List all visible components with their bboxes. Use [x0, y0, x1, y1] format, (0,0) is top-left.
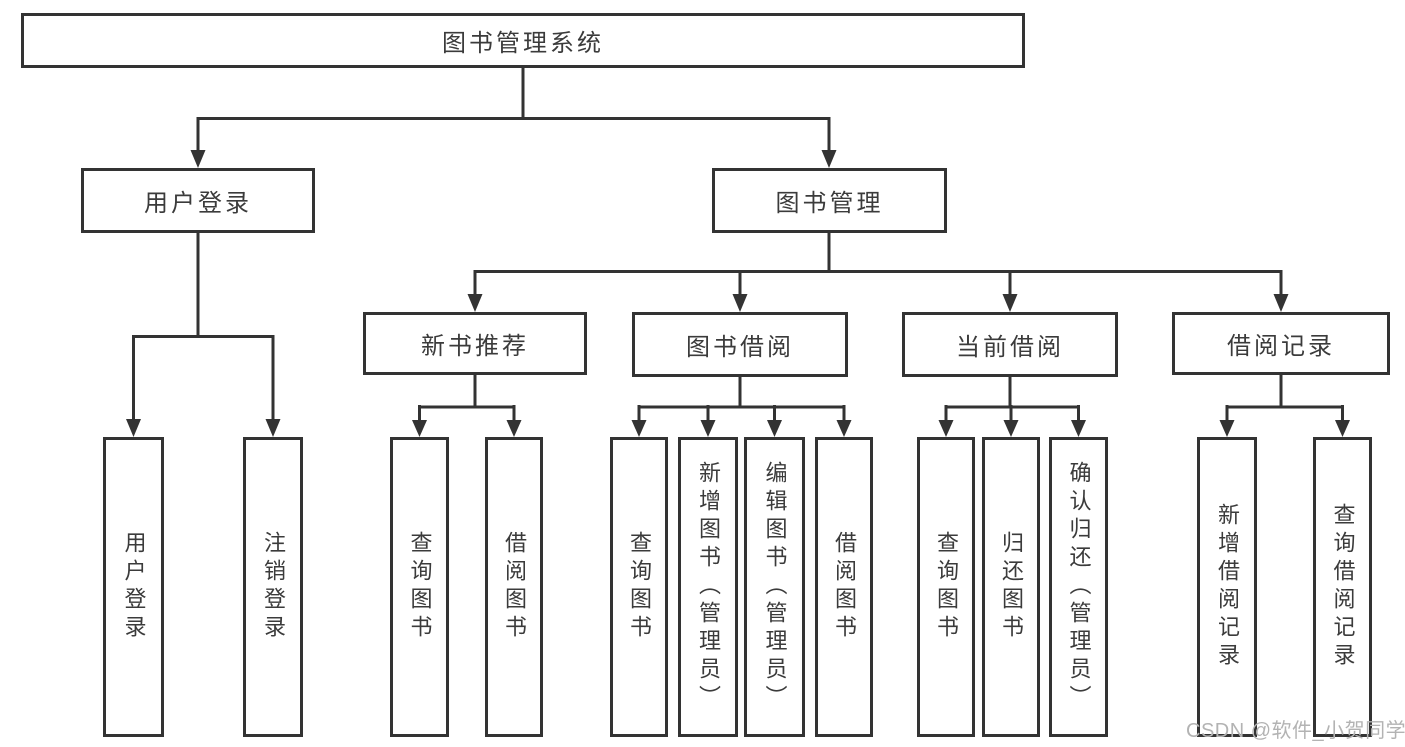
node-borrow-edit-book-admin: 编辑图书（管理员）	[744, 437, 805, 737]
node-rec-query-book: 查询图书	[390, 437, 449, 737]
node-book-management: 图书管理	[712, 168, 947, 233]
node-record-query-borrow-record: 查询借阅记录	[1313, 437, 1372, 737]
connector-borrow-record-children	[1219, 375, 1350, 437]
node-library-management-system: 图书管理系统	[21, 13, 1025, 68]
node-login: 用户登录	[103, 437, 164, 737]
node-current-borrowing: 当前借阅	[902, 312, 1118, 377]
node-current-query-book: 查询图书	[917, 437, 975, 737]
node-new-book-recommendation: 新书推荐	[363, 312, 587, 375]
node-current-return-book: 归还图书	[982, 437, 1040, 737]
node-rec-borrow-book: 借阅图书	[485, 437, 543, 737]
node-logout: 注销登录	[243, 437, 303, 737]
node-borrow-add-book-admin: 新增图书（管理员）	[678, 437, 738, 737]
node-current-confirm-return-admin: 确认归还（管理员）	[1049, 437, 1108, 737]
csdn-watermark: CSDN @软件_小贺同学	[1186, 720, 1405, 742]
node-record-add-borrow-record: 新增借阅记录	[1197, 437, 1257, 737]
connector-book-mgmt-children	[467, 233, 1289, 312]
connector-user-login-children	[126, 233, 281, 437]
connector-book-borrow-children	[631, 377, 852, 437]
node-borrow-query-book: 查询图书	[610, 437, 668, 737]
connector-root-to-level2	[190, 68, 837, 168]
node-user-login: 用户登录	[81, 168, 315, 233]
connector-current-borrow-children	[938, 377, 1086, 437]
connector-new-book-rec-children	[412, 375, 522, 437]
node-borrowing-records: 借阅记录	[1172, 312, 1390, 375]
node-borrow-borrow-book: 借阅图书	[815, 437, 873, 737]
node-book-borrowing: 图书借阅	[632, 312, 848, 377]
